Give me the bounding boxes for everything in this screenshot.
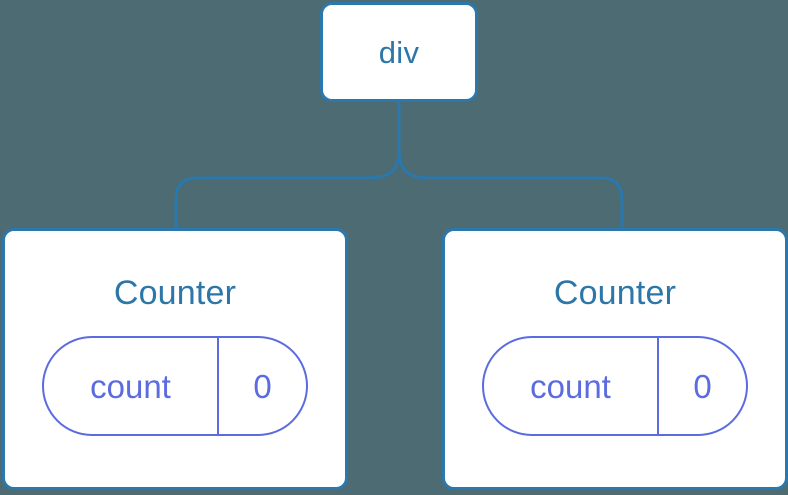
connector-branch-left xyxy=(174,149,401,230)
node-div[interactable]: div xyxy=(320,2,478,102)
state-pill-right[interactable]: count 0 xyxy=(482,336,748,436)
state-key-left: count xyxy=(44,338,219,434)
state-value-left: 0 xyxy=(253,367,272,405)
node-counter-left[interactable]: Counter count 0 xyxy=(2,228,348,490)
state-key-right: count xyxy=(484,338,659,434)
node-counter-right-label: Counter xyxy=(553,274,677,312)
connector-branch-right xyxy=(397,149,624,230)
state-value-right: 0 xyxy=(693,367,712,405)
state-pill-left[interactable]: count 0 xyxy=(42,336,308,436)
node-div-label: div xyxy=(378,34,420,70)
node-counter-left-label: Counter xyxy=(113,274,237,312)
node-counter-right[interactable]: Counter count 0 xyxy=(442,228,788,490)
